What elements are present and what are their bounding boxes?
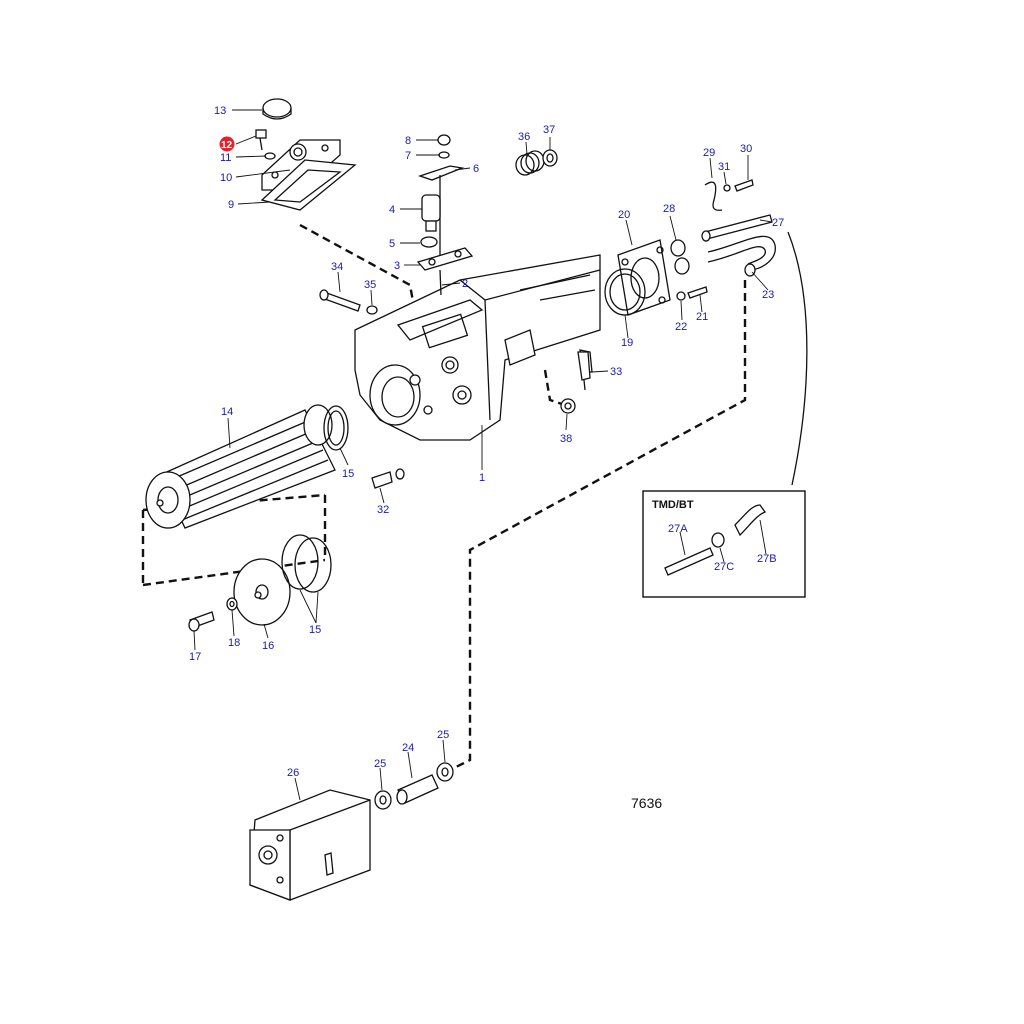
label-30: 30 — [740, 143, 752, 155]
nut-part-8 — [437, 134, 451, 146]
highlight-marker — [219, 136, 235, 152]
seal-part-37 — [542, 149, 558, 167]
inset-tmd-bt: TMD/BT — [642, 490, 806, 598]
label-37: 37 — [543, 124, 555, 136]
label-24: 24 — [402, 742, 414, 754]
plug-part-32 — [371, 468, 405, 489]
washer-part-7 — [438, 151, 450, 159]
screw-part-34 — [319, 289, 361, 312]
washer-part-18 — [226, 597, 238, 611]
washer-part-35 — [366, 305, 378, 315]
label-20: 20 — [618, 209, 630, 221]
label-31: 31 — [718, 161, 730, 173]
filter-housing-part-1 — [354, 254, 601, 441]
label-1: 1 — [479, 472, 485, 484]
filter-element-part-14 — [145, 404, 336, 529]
label-18: 18 — [228, 637, 240, 649]
washer-part-11 — [264, 152, 276, 160]
label-23: 23 — [762, 289, 774, 301]
cap-part-13 — [262, 98, 292, 120]
label-32: 32 — [377, 504, 389, 516]
washer-part-31 — [723, 184, 731, 192]
washer-part-22 — [676, 291, 686, 301]
label-25-right: 25 — [437, 729, 449, 741]
label-27A: 27A — [668, 523, 688, 535]
label-19: 19 — [621, 337, 633, 349]
label-34: 34 — [331, 261, 343, 273]
label-38: 38 — [560, 433, 572, 445]
screw-part-21 — [687, 286, 708, 299]
label-16: 16 — [262, 640, 274, 652]
sensor-part-33 — [577, 351, 591, 391]
label-35: 35 — [364, 279, 376, 291]
label-28: 28 — [663, 203, 675, 215]
spring-part-36 — [515, 150, 545, 176]
label-14: 14 — [221, 406, 233, 418]
flange-part-20 — [617, 239, 671, 316]
label-17: 17 — [189, 651, 201, 663]
clip-part-29 — [704, 181, 723, 211]
hose-part-23 — [707, 235, 776, 277]
figure-number: 7636 — [631, 795, 662, 811]
gasket-part-9 — [260, 159, 357, 211]
cover-plate-part-16 — [233, 558, 291, 626]
screw-part-30 — [734, 179, 754, 192]
label-22: 22 — [675, 321, 687, 333]
label-15-lower: 15 — [309, 624, 321, 636]
label-21: 21 — [696, 311, 708, 323]
screw-part-12 — [255, 129, 267, 151]
label-33: 33 — [610, 366, 622, 378]
plate-part-3 — [416, 247, 474, 271]
pin-part-2 — [439, 269, 442, 296]
label-4: 4 — [389, 204, 395, 216]
leader-curve-27 — [787, 231, 808, 486]
label-15-upper: 15 — [342, 468, 354, 480]
part-labels: 13 12 11 10 9 8 7 6 4 5 3 2 34 35 36 37 … — [189, 105, 784, 779]
label-2: 2 — [462, 278, 468, 290]
label-11: 11 — [220, 152, 231, 164]
coupling-part-25-left — [374, 790, 392, 810]
shaft-part-24 — [396, 774, 439, 805]
label-7: 7 — [405, 150, 411, 162]
seals-part-28 — [670, 239, 690, 275]
screw-part-17 — [188, 611, 215, 632]
valve-part-4 — [421, 194, 441, 232]
seal-part-5 — [420, 236, 438, 248]
label-27C: 27C — [714, 561, 734, 573]
label-9: 9 — [228, 199, 234, 211]
label-27B: 27B — [757, 553, 777, 565]
pump-part-26 — [249, 789, 371, 901]
o-rings-part-15-lower — [281, 534, 332, 593]
label-8: 8 — [405, 135, 411, 147]
label-36: 36 — [518, 131, 530, 143]
pipe-part-27 — [701, 214, 773, 242]
label-29: 29 — [703, 147, 715, 159]
label-27: 27 — [772, 217, 784, 229]
label-25-left: 25 — [374, 758, 386, 770]
leader-lines — [193, 109, 773, 801]
label-13: 13 — [214, 105, 226, 117]
label-5: 5 — [389, 238, 395, 250]
label-6: 6 — [473, 163, 479, 175]
label-26: 26 — [287, 767, 299, 779]
label-12: 12 — [221, 140, 233, 151]
o-ring-part-15-upper — [323, 405, 349, 451]
label-10: 10 — [220, 172, 232, 184]
coupling-part-25-right — [436, 762, 454, 782]
inset-title: TMD/BT — [652, 499, 694, 511]
label-3: 3 — [394, 260, 400, 272]
seal-part-38 — [560, 398, 576, 414]
